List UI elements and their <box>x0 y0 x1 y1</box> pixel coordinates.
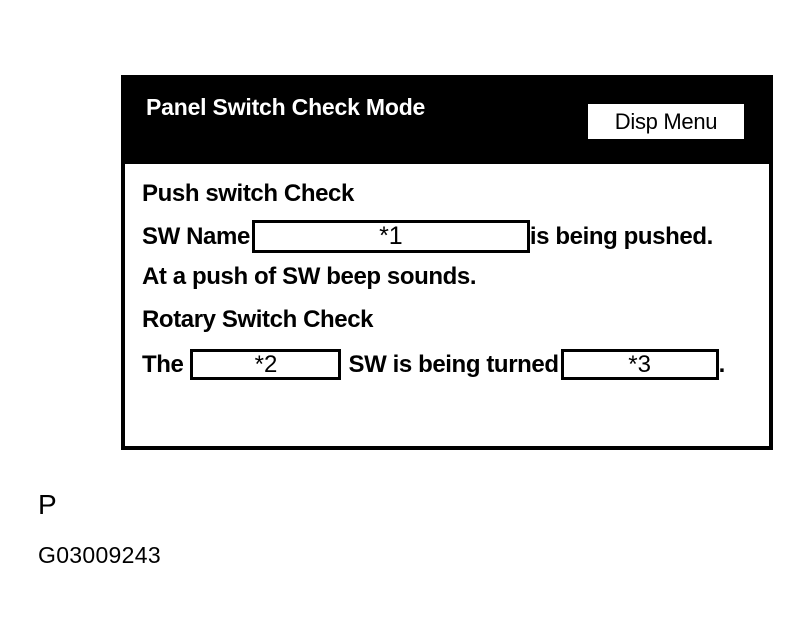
panel-header-bar: Panel Switch Check Mode Disp Menu <box>125 79 769 164</box>
sw-name-label: SW Name <box>142 222 250 250</box>
rotary-switch-row: The *2 SW is being turned *3 . <box>142 349 725 380</box>
sw-name-suffix-text: is being pushed. <box>529 222 713 250</box>
rotary-switch-name-field[interactable]: *2 <box>190 349 342 380</box>
push-switch-check-heading: Push switch Check <box>142 180 354 208</box>
caption-label: P <box>38 489 57 520</box>
rotary-suffix-text: . <box>718 350 726 378</box>
beep-sound-note: At a push of SW beep sounds. <box>142 263 477 291</box>
panel-body: Push switch Check SW Name *1 is being pu… <box>125 164 769 446</box>
rotary-middle-text: SW is being turned <box>348 350 559 378</box>
disp-menu-button[interactable]: Disp Menu <box>588 104 744 139</box>
beep-sound-note-text: At a push of SW beep sounds. <box>142 263 477 290</box>
sw-name-row: SW Name *1 is being pushed. <box>142 220 713 253</box>
rotary-switch-check-heading: Rotary Switch Check <box>142 306 374 334</box>
rotary-switch-check-heading-text: Rotary Switch Check <box>142 306 374 333</box>
rotary-prefix-text: The <box>142 350 184 378</box>
figure-code: G03009243 <box>38 542 161 568</box>
push-switch-check-heading-text: Push switch Check <box>142 180 354 207</box>
rotary-direction-field[interactable]: *3 <box>560 349 719 380</box>
panel-switch-check-display: Panel Switch Check Mode Disp Menu Push s… <box>121 75 773 450</box>
sw-name-value-field[interactable]: *1 <box>251 220 530 253</box>
page-title: Panel Switch Check Mode <box>146 94 426 120</box>
